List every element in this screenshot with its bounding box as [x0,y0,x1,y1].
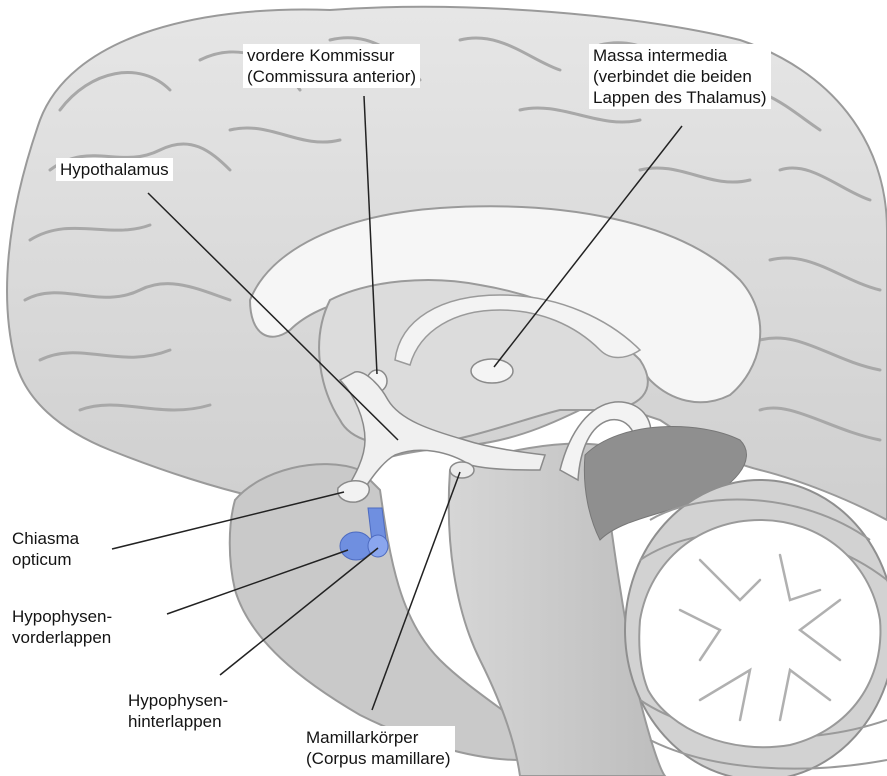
massa-intermedia-shape [471,359,513,383]
label-massa-intermedia: Massa intermedia (verbindet die beiden L… [589,44,771,109]
cerebellum [625,480,887,776]
label-massa-intermedia-line1: Massa intermedia [593,45,767,66]
label-hypophysen-hinterlappen-line1: Hypophysen- [128,690,228,711]
label-mamillarkoerper: Mamillarkörper (Corpus mamillare) [302,726,455,770]
label-chiasma-opticum-line1: Chiasma [12,528,79,549]
label-mamillarkoerper-line2: (Corpus mamillare) [306,748,451,769]
label-hypophysen-vorderlappen-line2: vorderlappen [12,627,112,648]
label-mamillarkoerper-line1: Mamillarkörper [306,727,451,748]
label-chiasma-opticum-line2: opticum [12,549,79,570]
label-vordere-kommissur-line1: vordere Kommissur [247,45,416,66]
label-vordere-kommissur-line2: (Commissura anterior) [247,66,416,87]
label-hypothalamus: Hypothalamus [56,158,173,181]
label-hypothalamus-line1: Hypothalamus [60,159,169,180]
label-massa-intermedia-line3: Lappen des Thalamus) [593,87,767,108]
label-hypophysen-vorderlappen: Hypophysen- vorderlappen [12,606,112,648]
label-hypophysen-hinterlappen: Hypophysen- hinterlappen [128,690,228,732]
optic-chiasm-shape [338,481,370,502]
label-vordere-kommissur: vordere Kommissur (Commissura anterior) [243,44,420,88]
label-hypophysen-hinterlappen-line2: hinterlappen [128,711,228,732]
mamillary-body-shape [450,462,474,478]
label-hypophysen-vorderlappen-line1: Hypophysen- [12,606,112,627]
arbor-vitae [639,520,880,747]
label-massa-intermedia-line2: (verbindet die beiden [593,66,767,87]
label-chiasma-opticum: Chiasma opticum [12,528,79,570]
